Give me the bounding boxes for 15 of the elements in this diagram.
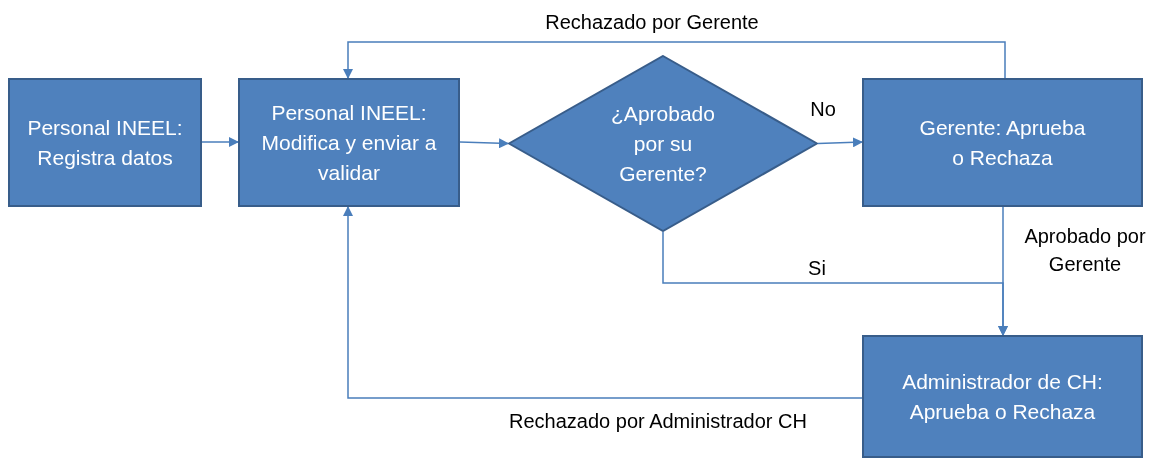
process-box — [238, 78, 460, 207]
process-box — [862, 78, 1143, 207]
process-box — [8, 78, 202, 207]
node-text: Administrador de CH: Aprueba o Rechaza — [901, 368, 1104, 425]
arrow — [459, 138, 509, 149]
arrow — [343, 206, 863, 399]
node-text: Personal INEEL: Registra datos — [26, 114, 184, 171]
node-text: ¿Aprobado por su Gerente? — [610, 100, 716, 187]
process-box — [862, 335, 1143, 458]
node-text: Personal INEEL: Modifica y enviar a validar — [260, 99, 438, 186]
arrow — [817, 137, 863, 148]
arrow — [662, 231, 1008, 336]
arrow — [201, 137, 239, 147]
node-text: Gerente: Aprueba o Rechaza — [918, 114, 1087, 171]
arrow — [343, 41, 1006, 79]
